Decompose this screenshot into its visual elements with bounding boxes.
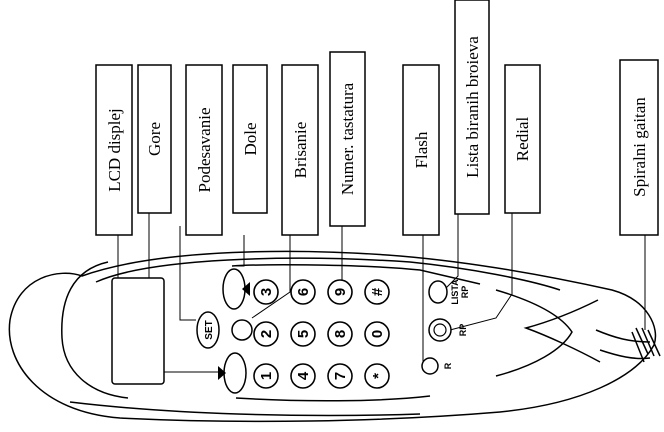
label-brisanie: Brisanie [281,64,319,236]
key-1-label: 1 [258,372,275,380]
up-button[interactable] [218,352,247,394]
label-lista: Lista biranih broieva [454,0,490,215]
label-brisanie-text: Brisanie [291,122,310,179]
key-2-label: 2 [258,330,275,338]
lista-button[interactable]: LISTA RP [428,279,470,305]
lcd-display [111,277,165,385]
up-arrow-icon [218,366,226,380]
label-numer-text: Numer. tastatura [338,82,357,195]
cord-line-2 [599,349,651,360]
earpiece-outline [61,261,129,399]
redial-button[interactable]: RP [428,318,468,342]
key-2[interactable]: 2 [253,321,279,347]
redial-button-label: RP [458,324,468,337]
key-8[interactable]: 8 [327,321,353,347]
cord-line-1 [595,329,651,343]
key-star-label: * [370,373,387,379]
key-4-label: 4 [295,371,312,380]
set-button[interactable]: SET [196,311,220,349]
key-6[interactable]: 6 [290,279,316,305]
handset-outline [8,250,657,423]
leader-redial [449,213,513,331]
label-dole-text: Dole [241,122,260,155]
key-hash[interactable]: # [364,279,390,305]
handset-inner-line-bottom [69,401,421,417]
key-3-label: 3 [258,288,275,296]
cord-coil [631,327,661,363]
set-button-label: SET [204,320,215,339]
label-numer: Numer. tastatura [329,51,366,227]
leader-podesavanie [179,226,196,321]
key-6-label: 6 [295,288,312,296]
numeric-keypad: 1 2 3 4 5 6 7 8 [253,279,390,389]
key-9[interactable]: 9 [327,279,353,305]
handset-body [8,250,657,423]
label-spiral-text: Spiralni gaitan [630,97,649,197]
mouthpiece-curve [523,299,601,363]
label-flash-text: Flash [412,131,431,168]
lista-button-label-top: LISTA [450,279,460,305]
label-redial: Redial [504,64,541,214]
key-4[interactable]: 4 [290,363,316,389]
keypad-region-line-bottom [235,395,431,402]
key-9-label: 9 [332,288,349,296]
leader-brisanie [251,235,291,319]
key-1[interactable]: 1 [253,363,279,389]
label-flash: Flash [402,64,440,236]
keypad-region-line [231,264,481,285]
label-lista-text: Lista biranih broieva [463,36,482,178]
label-redial-text: Redial [513,117,532,162]
key-5[interactable]: 5 [290,321,316,347]
spiral-cord [595,327,661,363]
label-spiral: Spiralni gaitan [619,59,659,236]
label-podesavanie: Podesavanie [185,64,223,236]
leader-dole [232,235,245,267]
label-podesavanie-text: Podesavanie [195,108,214,193]
lista-button-label-bottom: RP [460,286,470,299]
down-button[interactable] [222,268,250,310]
key-hash-label: # [369,287,386,296]
label-dole: Dole [232,64,268,214]
key-0[interactable]: 0 [364,321,390,347]
flash-button-label: R [443,362,453,369]
key-3[interactable]: 3 [253,279,279,305]
key-7-label: 7 [332,372,349,380]
key-star[interactable]: * [364,363,390,389]
key-7[interactable]: 7 [327,363,353,389]
key-5-label: 5 [295,330,312,338]
label-lcd-text: LCD displej [105,108,124,192]
key-0-label: 0 [369,330,386,338]
label-gore: Gore [137,64,172,214]
leader-lista [443,214,459,291]
key-8-label: 8 [332,330,349,338]
flash-button[interactable]: R [421,357,453,375]
label-lcd: LCD displej [95,64,133,236]
mouthpiece-curve-outer [495,289,573,377]
handset-inner-line [95,257,561,291]
down-arrow-icon [242,282,250,296]
label-gore-text: Gore [145,122,164,156]
